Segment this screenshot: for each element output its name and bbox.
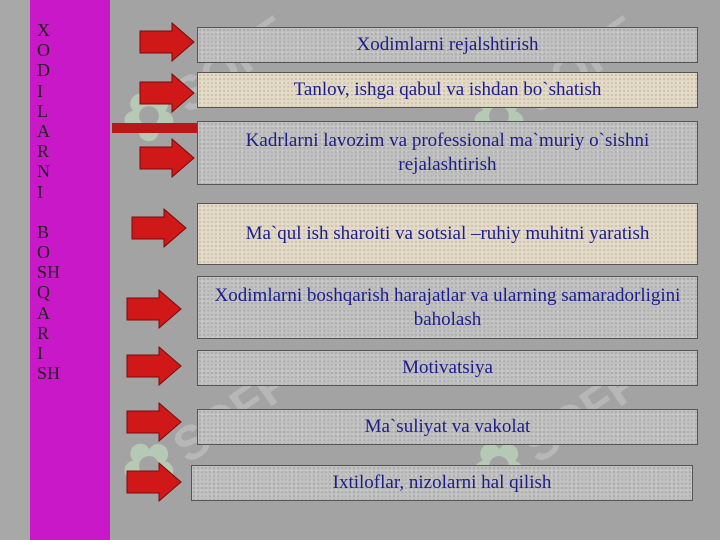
vertical-title-letter: R [37, 322, 50, 343]
vertical-title-letter: O [37, 242, 50, 263]
item-box: Ma`qul ish sharoiti va sotsial –ruhiy mu… [197, 203, 698, 265]
vertical-title-letter: SH [37, 363, 61, 384]
item-box: Tanlov, ishga qabul va ishdan bo`shatish [197, 72, 698, 108]
right-arrow-icon [131, 208, 187, 248]
vertical-title-letter [37, 202, 77, 222]
right-arrow-icon [139, 73, 195, 113]
vertical-title-bar [30, 0, 110, 540]
vertical-title-letter: I [37, 343, 43, 363]
right-arrow-icon [139, 22, 195, 62]
vertical-title-letter: O [37, 40, 50, 61]
red-accent-bar [112, 123, 200, 133]
vertical-title-letter: D [37, 60, 50, 81]
vertical-title-letter: I [37, 181, 43, 202]
vertical-title: X O D I L A R N I B O SH Q A R I SH [37, 20, 77, 383]
vertical-title-letter: A [37, 120, 50, 141]
vertical-title-letter: SH [37, 262, 61, 283]
vertical-title-letter: Q [37, 282, 50, 303]
right-arrow-icon [126, 462, 182, 502]
vertical-title-letter: B [37, 221, 50, 242]
vertical-title-letter: X [37, 20, 50, 40]
right-arrow-icon [126, 346, 182, 386]
vertical-title-letter: L [37, 100, 48, 121]
vertical-title-letter: N [37, 161, 50, 182]
item-box: Xodimlarni boshqarish harajatlar va ular… [197, 276, 698, 339]
vertical-title-letter: R [37, 141, 50, 162]
item-box: Xodimlarni rejalshtirish [197, 27, 698, 63]
item-box: Ixtiloflar, nizolarni hal qilish [191, 465, 693, 501]
item-box: Kadrlarni lavozim va professional ma`mur… [197, 121, 698, 185]
left-margin [0, 0, 30, 540]
item-box: Ma`suliyat va vakolat [197, 409, 698, 445]
right-arrow-icon [126, 402, 182, 442]
right-arrow-icon [126, 289, 182, 329]
vertical-title-letter: A [37, 302, 50, 323]
right-arrow-icon [139, 138, 195, 178]
vertical-title-letter: I [37, 80, 43, 101]
item-box: Motivatsiya [197, 350, 698, 386]
